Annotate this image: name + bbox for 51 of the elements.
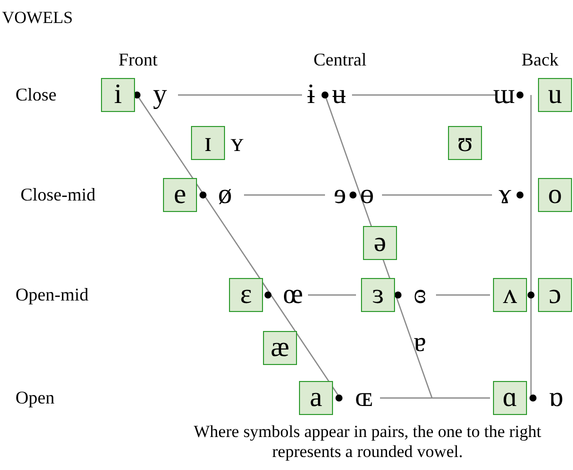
vowel-symbol: ɔ [548, 281, 562, 309]
vowel-symbol: ʉ [332, 79, 346, 111]
vowel-symbol: ə [374, 229, 386, 257]
vowel-symbol: ɛ [240, 281, 252, 309]
vowel-box [538, 178, 572, 212]
vowel-symbol: ʏ [230, 128, 244, 158]
vowel-box [263, 331, 297, 365]
vowel-box [493, 381, 527, 415]
vowel-symbol: o [548, 181, 562, 209]
vowel-symbol: ɒ [548, 382, 564, 414]
vowel-symbol: e [174, 181, 186, 209]
vowel-box [493, 278, 527, 312]
vowel-box [299, 381, 333, 415]
vowel-symbol: ø [218, 179, 232, 211]
vowel-symbol: ɜ [372, 281, 384, 309]
vowel-box [229, 278, 263, 312]
vowel-symbol: u [548, 81, 562, 109]
vowel-symbol: ɞ [414, 279, 426, 311]
vowel-symbol: ɘ [334, 179, 346, 211]
vowel-symbol: y [153, 79, 167, 111]
vowel-symbol: ʌ [503, 281, 517, 309]
column-heading: Front [118, 50, 158, 70]
vowel-symbol: œ [282, 279, 304, 311]
column-heading: Central [314, 50, 366, 70]
caption: Where symbols appear in pairs, the one to the right represents a rounded vowel. [192, 422, 542, 462]
vowel-symbol: ɪ [204, 129, 212, 157]
vowel-symbol: i [114, 81, 122, 109]
row-heading: Open [16, 388, 54, 408]
vowel-symbol: ɑ [502, 384, 518, 412]
vowel-box [101, 78, 135, 112]
vowel-box [361, 278, 395, 312]
vowel-box [448, 126, 482, 160]
vowel-box [191, 126, 225, 160]
vowel-box [363, 226, 397, 260]
vowel-box [538, 78, 572, 112]
vowel-box [163, 178, 197, 212]
vowel-symbol: æ [270, 334, 290, 362]
vowel-box [538, 278, 572, 312]
vowel-symbol: ɤ [498, 179, 512, 211]
vowel-symbol: a [310, 384, 322, 412]
vowel-symbol: ɶ [355, 382, 373, 414]
chart-title: VOWELS [2, 8, 73, 28]
row-heading: Close [16, 84, 56, 106]
row-heading: Open-mid [16, 284, 88, 306]
vowel-symbol: ɯ [493, 79, 515, 111]
vowel-symbol: ɨ [307, 79, 315, 111]
vowel-symbol: ɵ [360, 179, 374, 211]
column-heading: Back [522, 50, 558, 70]
row-heading: Close-mid [20, 184, 96, 206]
vowel-symbol: ɐ [414, 327, 426, 359]
vowel-symbol: ʊ [457, 129, 473, 157]
